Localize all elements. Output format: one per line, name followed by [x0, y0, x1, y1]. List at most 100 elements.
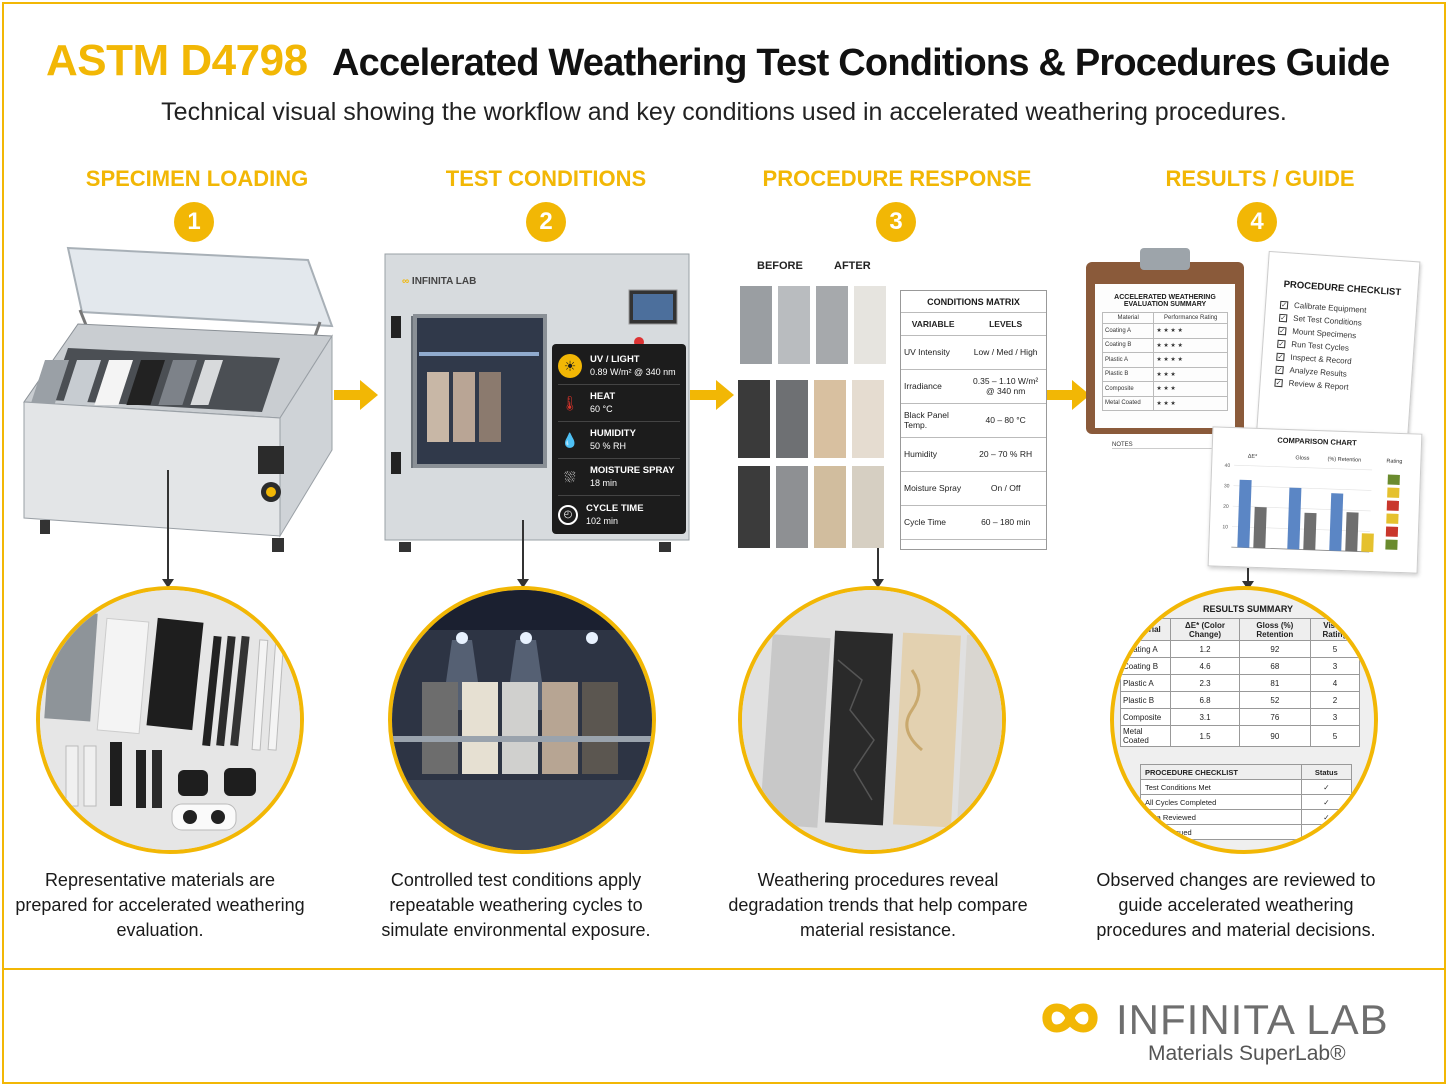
table-row: Composite★ ★ ★ — [1101, 381, 1228, 397]
step-3-connector — [872, 548, 884, 588]
table-row: Metal Coated★ ★ ★ — [1101, 395, 1228, 411]
rating-swatch — [1386, 500, 1400, 511]
table-row: Plastic A★ ★ ★ ★ — [1101, 352, 1228, 368]
step-2-connector — [517, 520, 529, 588]
bar — [1253, 506, 1267, 549]
footer-divider — [2, 968, 1446, 970]
chamber-interior-circle — [388, 586, 656, 854]
rating-swatch — [1385, 526, 1399, 537]
evaluation-summary-title: ACCELERATED WEATHERING EVALUATION SUMMAR… — [1114, 294, 1216, 308]
page-subtitle: Technical visual showing the workflow an… — [161, 98, 1287, 126]
chamber-interior-illustration — [392, 590, 652, 850]
checkbox-icon: ✓ — [1278, 326, 1287, 335]
notebook-title: PROCEDURE CHECKLIST — [1283, 279, 1402, 299]
step-4-connector — [1242, 568, 1254, 590]
checkbox-icon: ✓ — [1274, 378, 1283, 387]
chamber-brand-label: ∞ INFINITA LAB — [402, 276, 477, 287]
infinity-logo-icon — [1042, 1003, 1098, 1033]
sun-icon: ☀ — [558, 354, 582, 378]
notes-label: NOTES — [1112, 442, 1222, 449]
infinity-icon: ∞ — [402, 276, 410, 287]
rating-swatch — [1387, 487, 1400, 498]
standard-code: ASTM D4798 — [46, 36, 308, 85]
specimen-detail-circle — [36, 586, 304, 854]
page-title: ASTM D4798 Accelerated Weathering Test C… — [46, 36, 1390, 86]
table-row: Report Issued✓ — [1140, 824, 1353, 840]
flow-arrow-2 — [690, 380, 734, 410]
step-3-badge: 3 — [876, 202, 916, 242]
step-1-title: SPECIMEN LOADING — [85, 166, 309, 191]
group-label: ΔE* — [1248, 454, 1259, 460]
degraded-panels-illustration — [742, 590, 1002, 850]
y-tick-label: 40 — [1224, 463, 1230, 469]
check-icon: ✓ — [1300, 794, 1353, 810]
after-label: AFTER — [834, 260, 871, 272]
open-lid-chamber-illustration — [23, 246, 334, 552]
spray-icon: ⛆ — [564, 468, 576, 485]
thermometer-icon: 🌡 — [561, 394, 579, 411]
step-1-connector — [162, 470, 174, 588]
table-row: All Cycles Completed✓ — [1140, 794, 1353, 810]
checkbox-icon: ✓ — [1277, 339, 1286, 348]
check-icon: ✓ — [1300, 809, 1353, 825]
check-icon: ✓ — [1300, 824, 1353, 840]
gridline — [1233, 485, 1372, 491]
bar — [1237, 479, 1252, 548]
group-label: Rating — [1386, 458, 1402, 465]
y-tick-label: 20 — [1223, 504, 1229, 510]
y-tick-label: 30 — [1224, 483, 1230, 489]
step-1-badge: 1 — [174, 202, 214, 242]
checkbox-icon: ✓ — [1275, 365, 1284, 374]
bar — [1329, 493, 1344, 551]
brand-tagline: Materials SuperLab® — [1148, 1042, 1346, 1065]
y-tick-label: 10 — [1222, 524, 1228, 530]
timer-icon: ◴ — [558, 504, 578, 525]
gridline — [1232, 505, 1371, 512]
group-label: (%) Retention — [1327, 456, 1361, 463]
bar — [1303, 512, 1317, 551]
step-3-title: PROCEDURE RESPONSE — [762, 166, 1032, 191]
table-row: Test Conditions Met✓ — [1140, 779, 1353, 795]
table-row: Plastic B★ ★ ★ — [1101, 366, 1228, 382]
step-4-title: RESULTS / GUIDE — [1165, 166, 1355, 191]
evaluation-summary-sheet: ACCELERATED WEATHERING EVALUATION SUMMAR… — [1095, 284, 1235, 428]
procedure-notebook: PROCEDURE CHECKLIST ✓Calibrate Equipment… — [1255, 250, 1421, 452]
checkbox-icon: ✓ — [1278, 313, 1288, 322]
step-3-caption: Weathering procedures reveal degradation… — [728, 870, 1028, 940]
group-label: Gloss — [1295, 455, 1310, 461]
flow-arrow-1 — [334, 380, 378, 410]
flow-arrow-3 — [1046, 380, 1090, 410]
rating-swatch — [1387, 474, 1400, 485]
before-after-panels — [738, 286, 886, 548]
step-2-caption: Controlled test conditions apply repeata… — [381, 870, 651, 940]
comparison-chart: 40 30 20 10 ΔE* Gloss (%) Retention Rating — [1222, 454, 1402, 553]
step-4-badge: 4 — [1237, 202, 1277, 242]
step-4-caption: Observed changes are reviewed to guide a… — [1096, 870, 1376, 940]
rating-swatch — [1385, 539, 1398, 550]
conditions-matrix-title: CONDITIONS MATRIX — [901, 291, 1046, 313]
bar — [1287, 487, 1302, 550]
step-2-title: TEST CONDITIONS — [445, 166, 647, 191]
table-row: Coating A★ ★ ★ ★ — [1101, 323, 1228, 339]
step-2-badge: 2 — [526, 202, 566, 242]
gridline — [1234, 464, 1373, 471]
rating-swatch — [1386, 513, 1399, 524]
